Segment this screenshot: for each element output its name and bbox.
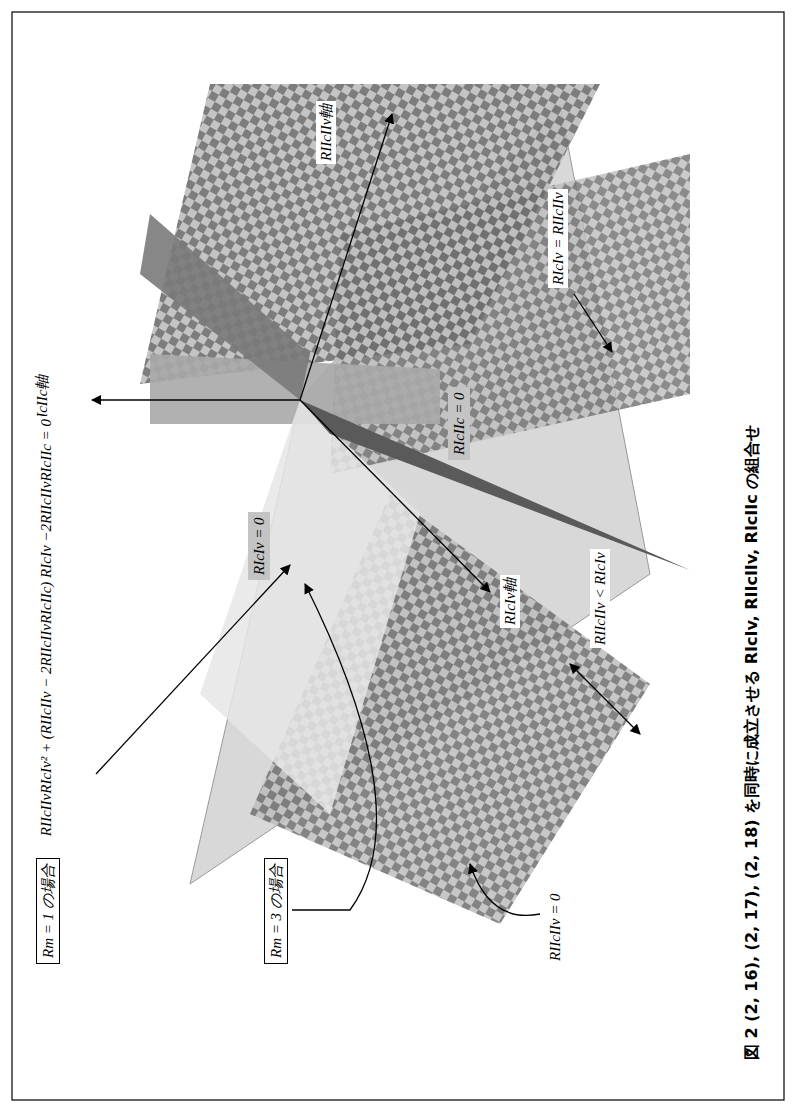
figure-caption: 図 2 (2, 16), (2, 17), (2, 18) を同時に成立させる … — [742, 425, 763, 1060]
axis-label: RIcIv軸 — [500, 575, 520, 628]
axis-label: RIIcIIv < RIcIv — [590, 549, 610, 648]
plane — [200, 400, 420, 814]
double-arrow — [570, 664, 640, 734]
dark-plane — [140, 214, 310, 400]
axis-label: RIIcIIv = 0 — [545, 890, 565, 964]
axis-arrow — [92, 399, 300, 400]
leader-line — [96, 565, 290, 774]
box-text: RIcIv = 0 — [250, 517, 268, 575]
case-box: Rm = 1 の場合 — [36, 858, 60, 964]
box-text: Rm = 3 の場合 — [267, 864, 285, 958]
checker-plane — [330, 154, 690, 474]
case-box: Rm = 3 の場合 — [264, 858, 288, 964]
equation-box: RIcIv = 0 — [248, 512, 270, 580]
leader-line — [574, 294, 612, 352]
box-text: Rm = 1 の場合 — [39, 864, 57, 958]
axis-label: RIcIv = RIIcIIv — [548, 189, 568, 288]
page-frame — [12, 12, 784, 1100]
axis-label: RIIcIIv軸 — [316, 101, 336, 164]
axis-arrow — [300, 114, 392, 400]
leader-line — [292, 584, 376, 910]
plane-surfaces — [140, 84, 690, 924]
leader-lines — [92, 114, 640, 915]
box-text: RIcIIc = 0 — [450, 392, 468, 455]
dark-plane — [300, 400, 690, 570]
equation-label: RIIcIIvRIcIv² + (RIIcIIv − 2RIIcIIvRIcII… — [36, 416, 56, 852]
leader-line — [470, 864, 540, 915]
equation-box: RIcIIc = 0 — [448, 387, 470, 460]
